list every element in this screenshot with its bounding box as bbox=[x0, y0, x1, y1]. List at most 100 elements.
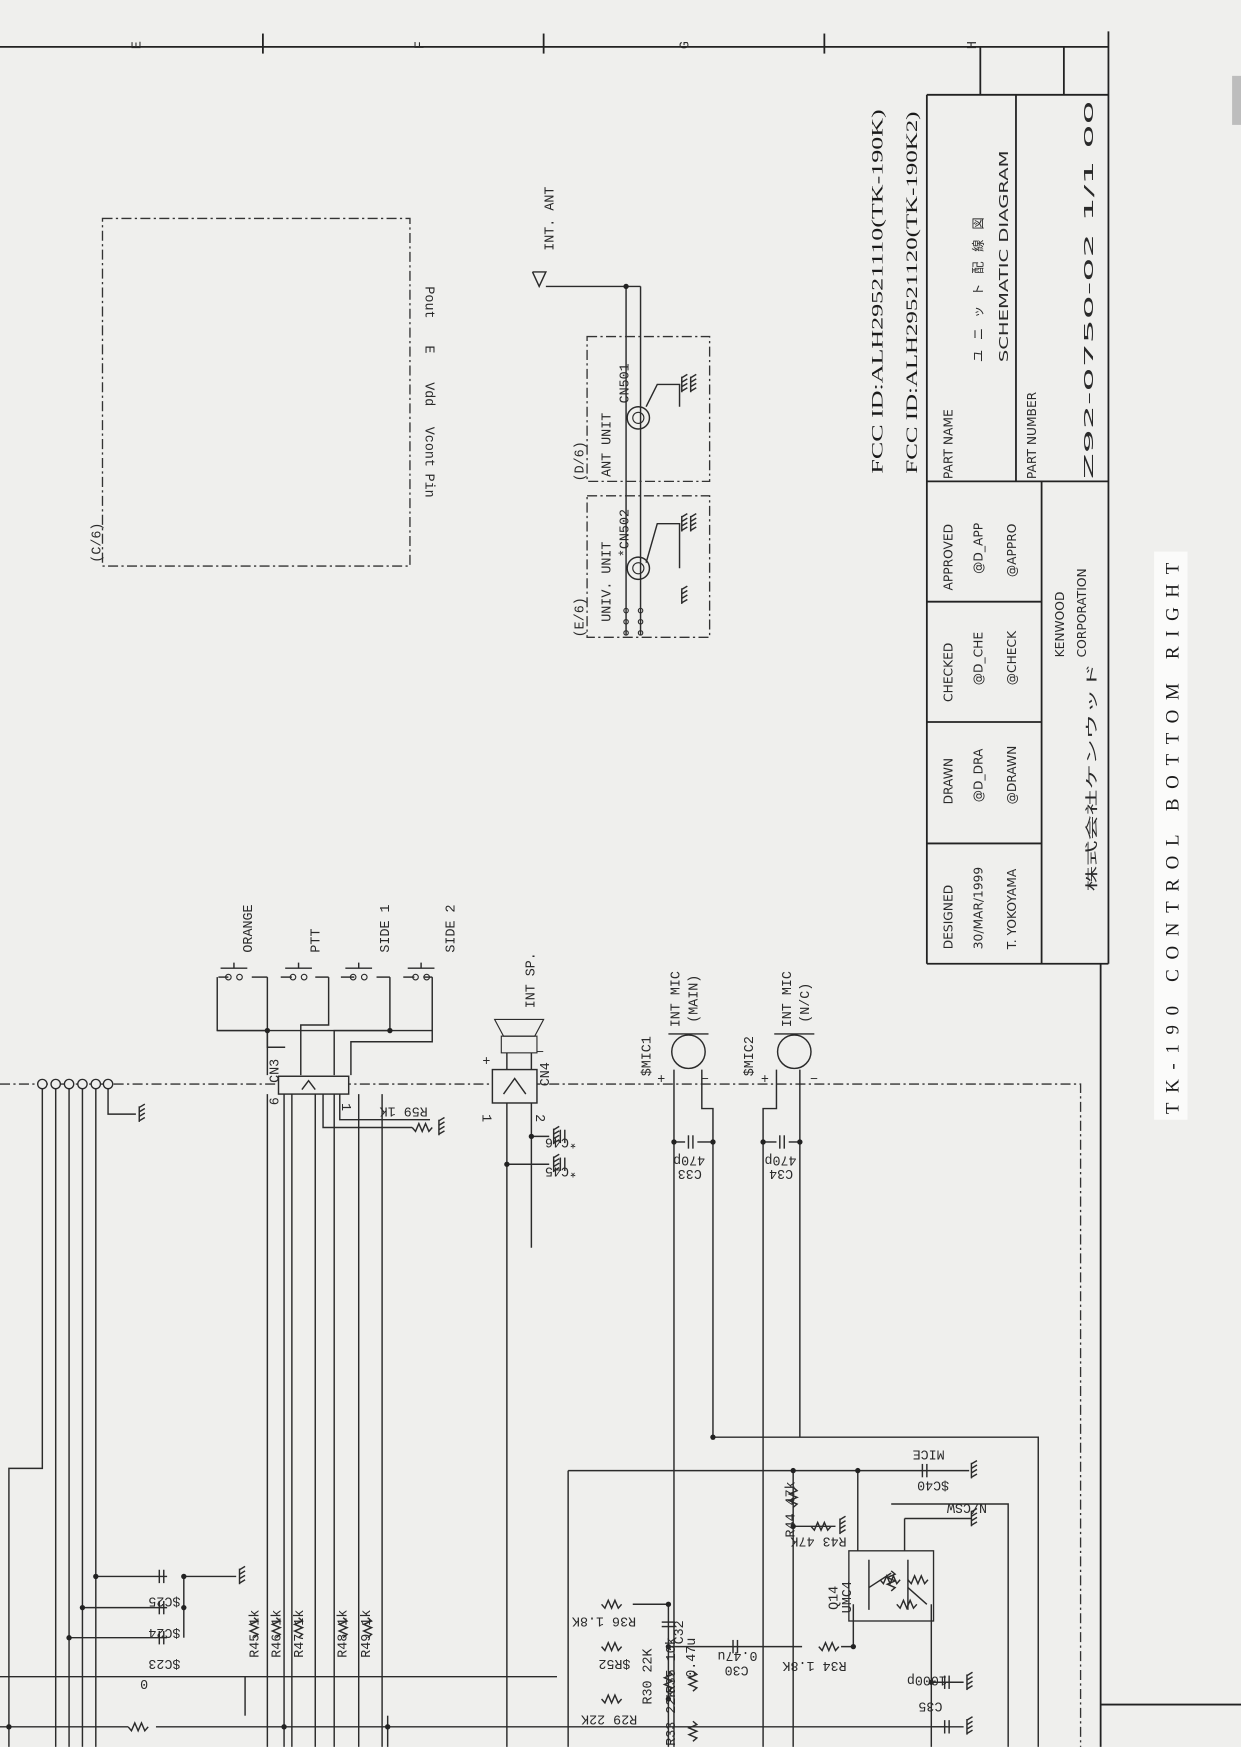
wire bbox=[712, 1436, 1039, 1747]
cn502-label: *CN502 bbox=[618, 509, 633, 557]
ground-icon bbox=[239, 1565, 246, 1571]
cn3-label: CN3 bbox=[269, 1059, 284, 1083]
ground-icon bbox=[839, 1524, 846, 1530]
junction-dot bbox=[665, 1601, 672, 1607]
wire bbox=[333, 977, 391, 1076]
wire bbox=[645, 383, 681, 408]
part-number-label: PART NUMBER bbox=[1025, 391, 1039, 479]
junction-dot bbox=[93, 1573, 99, 1580]
block-e6 bbox=[586, 495, 711, 638]
r33-resistor bbox=[687, 1720, 699, 1742]
c32-label: C32 bbox=[673, 1620, 688, 1644]
c34-value: 470p bbox=[764, 1151, 796, 1166]
ground-icon bbox=[553, 1166, 560, 1172]
switch-contact bbox=[637, 618, 644, 625]
mic2-plus: + bbox=[761, 1073, 769, 1088]
block-e6-label: (E/6) bbox=[574, 597, 589, 637]
r34-label: R34 1.8K bbox=[783, 1657, 847, 1672]
c23-label: $C23 bbox=[148, 1655, 180, 1670]
r43-label: R43 47K bbox=[791, 1532, 847, 1547]
q14-r-resistor bbox=[879, 1574, 901, 1586]
scan-edge bbox=[1232, 75, 1241, 125]
mic2-minus: − bbox=[810, 1073, 818, 1088]
wire bbox=[266, 977, 286, 1049]
zone-label-f: F bbox=[413, 41, 428, 49]
wire bbox=[701, 1069, 714, 1438]
ground-icon bbox=[681, 585, 688, 591]
q14-label: Q14 bbox=[828, 1586, 843, 1610]
ground-icon bbox=[971, 1507, 978, 1513]
ground-icon bbox=[971, 1521, 978, 1526]
c35-value: 1000p bbox=[907, 1672, 947, 1687]
ground-icon bbox=[438, 1121, 445, 1126]
junction-dot bbox=[671, 1139, 677, 1145]
zone-label-h: H bbox=[966, 41, 981, 49]
switch-contact bbox=[637, 607, 644, 614]
junction-dot bbox=[760, 1139, 766, 1145]
speaker-plus: + bbox=[482, 1055, 490, 1070]
connector-terminal bbox=[63, 1078, 75, 1090]
q14-transistor-package bbox=[848, 1550, 935, 1622]
r29-resistor bbox=[601, 1693, 623, 1705]
ground-icon bbox=[839, 1529, 846, 1534]
junction-dot bbox=[928, 1679, 934, 1685]
switch-contact bbox=[300, 973, 308, 981]
r29-label: R29 22K bbox=[581, 1711, 637, 1726]
ground-icon bbox=[681, 378, 688, 383]
univ-unit-label: UNIV. UNIT bbox=[600, 542, 615, 622]
title-block bbox=[925, 94, 1109, 965]
part-number: Z92-0750-02 1/1 00 bbox=[1082, 100, 1096, 479]
r59-resistor bbox=[411, 1121, 433, 1134]
mic-main-label: INT MIC bbox=[670, 971, 685, 1027]
r30-label: R30 22K bbox=[642, 1648, 657, 1704]
r36-resistor bbox=[601, 1598, 623, 1611]
r52-label: $R52 bbox=[598, 1655, 630, 1670]
q14-r-resistor bbox=[907, 1574, 929, 1586]
switch-contact bbox=[637, 630, 644, 636]
junction-dot bbox=[181, 1573, 187, 1580]
ground-icon bbox=[553, 1162, 560, 1168]
transistor-icon bbox=[907, 1587, 928, 1605]
ground-icon bbox=[966, 1684, 973, 1690]
cn3-connector bbox=[277, 1075, 350, 1095]
ncsw-net-label: N/CSW bbox=[946, 1499, 987, 1514]
r46-label: R46 1k bbox=[271, 1610, 286, 1658]
ground-icon bbox=[971, 1459, 978, 1465]
junction-dot bbox=[387, 1027, 393, 1034]
company-name-en-2: CORPORATION bbox=[1075, 568, 1089, 657]
mic-main-sub: (MAIN) bbox=[687, 975, 702, 1023]
ground-icon bbox=[681, 513, 688, 518]
switch-contact bbox=[236, 973, 243, 981]
pin-vdd: Vdd bbox=[421, 382, 436, 406]
c32-value: 0.47u bbox=[685, 1638, 700, 1678]
part-name-en: SCHEMATIC DIAGRAM bbox=[997, 151, 1011, 363]
wire bbox=[216, 977, 269, 1076]
wire bbox=[891, 1503, 1009, 1747]
drawing-frame bbox=[0, 31, 1241, 1747]
c24-label: $C24 bbox=[148, 1624, 180, 1639]
ground-icon bbox=[690, 378, 697, 383]
c45-label: *C45 bbox=[545, 1163, 577, 1178]
ground-icon bbox=[971, 1464, 978, 1469]
designed-date: 30/MAR/1999 bbox=[972, 867, 986, 949]
c25-label: $C25 bbox=[148, 1593, 180, 1608]
r47-resistor bbox=[292, 1617, 305, 1639]
pin-vcont: Vcont bbox=[421, 427, 436, 467]
block-c6 bbox=[101, 217, 411, 567]
ground-icon bbox=[553, 1153, 560, 1159]
r45-resistor bbox=[248, 1617, 260, 1639]
r52-resistor bbox=[601, 1640, 623, 1653]
speaker-icon bbox=[500, 1035, 538, 1054]
zone-label-e: E bbox=[130, 41, 145, 49]
c40-label: $C40 bbox=[917, 1477, 949, 1492]
r0-resistor bbox=[127, 1721, 149, 1733]
ground-icon bbox=[681, 526, 688, 532]
junction-dot bbox=[665, 1696, 672, 1702]
c33-label: C33 bbox=[678, 1165, 702, 1180]
ground-icon bbox=[138, 1103, 146, 1109]
r30-resistor bbox=[662, 1670, 675, 1692]
ground-icon bbox=[681, 598, 688, 604]
designed-label: DESIGNED bbox=[941, 885, 955, 949]
ant-unit-label: ANT UNIT bbox=[600, 413, 615, 477]
